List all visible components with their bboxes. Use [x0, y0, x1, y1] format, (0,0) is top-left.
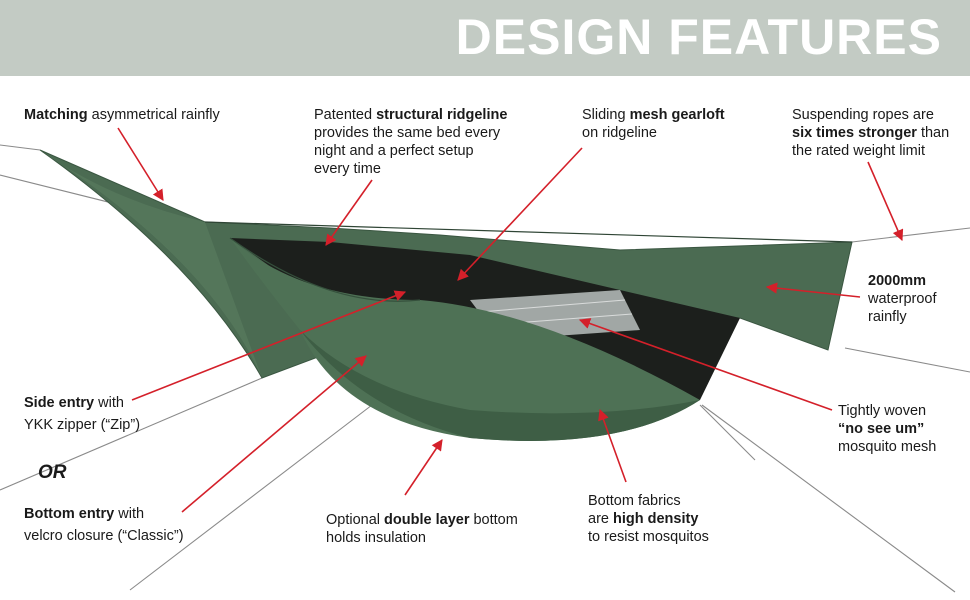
callout-arrows — [117, 127, 904, 513]
label-mesh: Tightly woven “no see um” mosquito mesh — [838, 403, 937, 455]
rainfly-edge-shade — [40, 150, 262, 378]
label-waterproof: 2000mm waterproof rainfly — [868, 273, 937, 325]
guy-lines — [0, 144, 970, 593]
arrow-ridgeline — [325, 179, 373, 246]
label-or: OR — [38, 462, 67, 483]
label-bottom-fabric: Bottom fabrics are high density to resis… — [588, 493, 709, 545]
ridgeline — [204, 221, 853, 243]
arrow-double-layer — [404, 439, 443, 496]
arrow-mesh — [578, 318, 833, 411]
label-rainfly: Matching asymmetrical rainfly — [24, 107, 220, 123]
label-ropes: Suspending ropes are six times stronger … — [792, 107, 950, 159]
arrow-waterproof — [765, 282, 861, 298]
arrow-rainfly — [117, 127, 164, 201]
header-banner: DESIGN FEATURES — [0, 0, 970, 76]
page-title: DESIGN FEATURES — [455, 9, 942, 65]
label-gearloft: Sliding mesh gearloft on ridgeline — [582, 107, 725, 141]
arrow-gearloft — [457, 147, 583, 281]
label-ridgeline: Patented structural ridgeline provides t… — [314, 107, 508, 177]
arrow-side-entry — [131, 290, 407, 401]
hammock-body — [230, 238, 700, 441]
label-bottom-entry: Bottom entry with velcro closure (“Class… — [24, 506, 184, 544]
arrow-ropes — [867, 161, 904, 242]
label-double-layer: Optional double layer bottom holds insul… — [326, 512, 518, 546]
label-side-entry: Side entry with YKK zipper (“Zip”) — [24, 395, 141, 433]
arrow-bottom-fabric — [598, 408, 627, 483]
arrow-bottom-entry — [181, 355, 367, 513]
